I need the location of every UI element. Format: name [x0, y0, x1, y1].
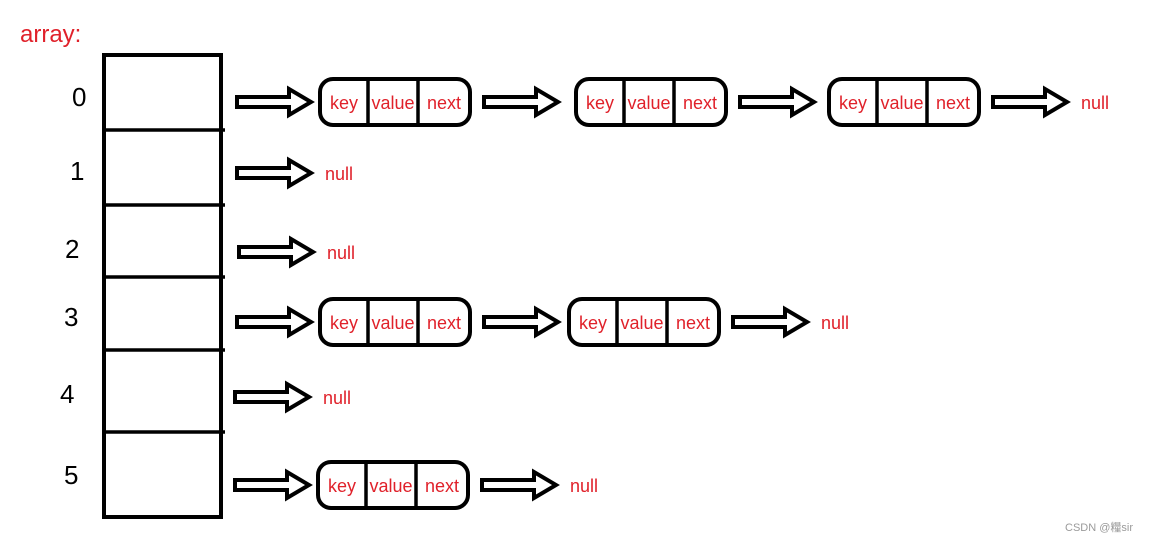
node: key value next [827, 77, 981, 127]
node-value-label: value [371, 313, 414, 333]
node-box [827, 77, 981, 127]
bucket-arrow [237, 235, 317, 269]
bucket-arrow [235, 156, 315, 190]
next-arrow [738, 85, 818, 119]
node-box [318, 77, 472, 127]
diagram-title: array: [20, 21, 81, 48]
node: key value next [567, 297, 721, 347]
bucket-arrow [233, 380, 313, 414]
node-next-label: next [936, 93, 970, 113]
bucket-index: 4 [60, 379, 74, 409]
node-key-label: key [586, 93, 614, 113]
node-box [567, 297, 721, 347]
node-value-label: value [880, 93, 923, 113]
bucket-index: 3 [64, 302, 78, 332]
next-arrow [731, 305, 811, 339]
array-column: 0 1 2 3 4 5 [60, 53, 225, 519]
node-value-label: value [627, 93, 670, 113]
next-arrow [480, 468, 560, 502]
node: key value next [318, 77, 472, 127]
null-label: null [327, 243, 355, 263]
next-arrow [482, 305, 562, 339]
node-next-label: next [425, 476, 459, 496]
node-key-label: key [328, 476, 356, 496]
node-box [574, 77, 728, 127]
node-value-label: value [371, 93, 414, 113]
null-label: null [570, 476, 598, 496]
null-label: null [821, 313, 849, 333]
bucket-arrow [235, 305, 315, 339]
bucket-arrow [233, 468, 313, 502]
next-arrow [991, 85, 1071, 119]
node-key-label: key [330, 313, 358, 333]
node: key value next [574, 77, 728, 127]
node-key-label: key [839, 93, 867, 113]
watermark: CSDN @糧sir [1065, 520, 1133, 534]
bucket-chains: key value next key value next key value next null… [233, 77, 1109, 510]
array-box [102, 53, 223, 519]
node-next-label: next [676, 313, 710, 333]
null-label: null [325, 164, 353, 184]
node: key value next [318, 297, 472, 347]
null-label: null [1081, 93, 1109, 113]
next-arrow [482, 85, 562, 119]
node-value-label: value [369, 476, 412, 496]
node-next-label: next [427, 313, 461, 333]
node-box [318, 297, 472, 347]
bucket-index: 1 [70, 156, 84, 186]
null-label: null [323, 388, 351, 408]
bucket-index: 0 [72, 82, 86, 112]
node-next-label: next [427, 93, 461, 113]
bucket-arrow [235, 85, 315, 119]
node-box [316, 460, 470, 510]
node-next-label: next [683, 93, 717, 113]
node-key-label: key [579, 313, 607, 333]
bucket-index: 5 [64, 460, 78, 490]
node-key-label: key [330, 93, 358, 113]
bucket-index: 2 [65, 234, 79, 264]
node-value-label: value [620, 313, 663, 333]
node: key value next [316, 460, 470, 510]
